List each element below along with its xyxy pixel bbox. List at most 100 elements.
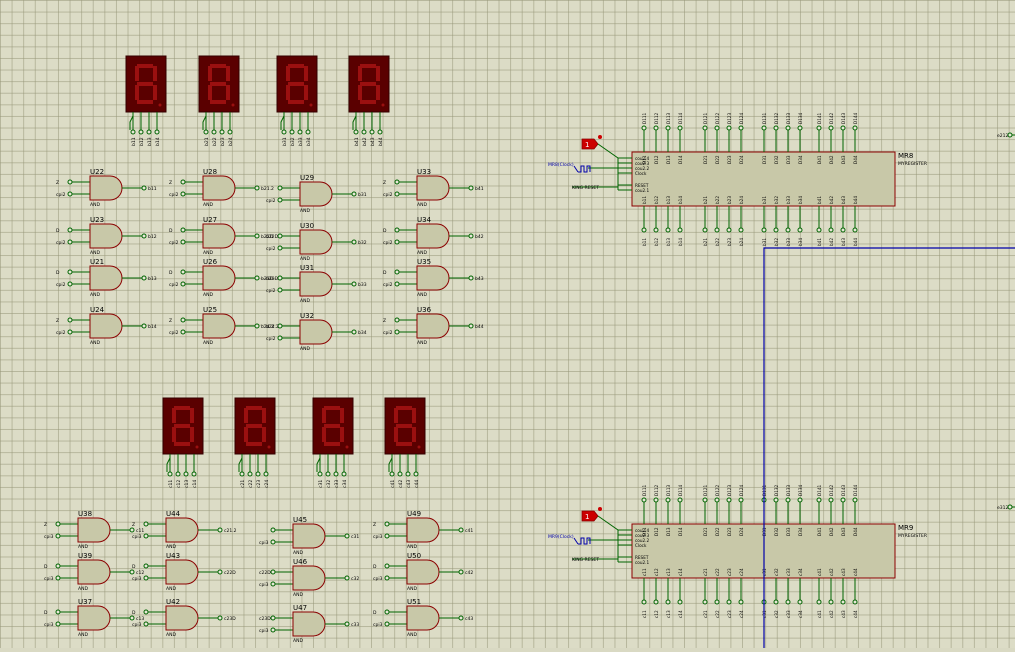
pin-terminal[interactable] (141, 185, 147, 191)
pin-terminal[interactable] (1007, 132, 1013, 138)
pin-terminal[interactable] (714, 125, 720, 131)
clock-source-icon[interactable] (578, 537, 591, 545)
pin-terminal[interactable] (254, 185, 260, 191)
pin-terminal[interactable] (468, 185, 474, 191)
pin-terminal[interactable] (852, 497, 858, 503)
pin-terminal[interactable] (468, 323, 474, 329)
pin-terminal[interactable] (702, 497, 708, 503)
pin-terminal[interactable] (369, 129, 375, 135)
pin-terminal[interactable] (384, 621, 390, 627)
pin-terminal[interactable] (677, 227, 683, 233)
pin-terminal[interactable] (277, 323, 283, 329)
pin-terminal[interactable] (361, 129, 367, 135)
pin-terminal[interactable] (217, 527, 223, 533)
pin-terminal[interactable] (289, 129, 295, 135)
pin-terminal[interactable] (167, 471, 173, 477)
pin-terminal[interactable] (761, 227, 767, 233)
pin-terminal[interactable] (143, 521, 149, 527)
pin-terminal[interactable] (458, 615, 464, 621)
register-mr9[interactable]: MR9MYREGISTERcou2.4cou2.3cou2.2ClockRESE… (548, 484, 1015, 618)
pin-terminal[interactable] (773, 497, 779, 503)
pin-terminal[interactable] (317, 471, 323, 477)
pin-terminal[interactable] (130, 129, 136, 135)
pin-terminal[interactable] (67, 317, 73, 323)
pin-terminal[interactable] (180, 269, 186, 275)
pin-terminal[interactable] (677, 599, 683, 605)
pin-terminal[interactable] (458, 527, 464, 533)
pin-terminal[interactable] (270, 615, 276, 621)
pin-terminal[interactable] (726, 125, 732, 131)
pin-terminal[interactable] (351, 191, 357, 197)
pin-terminal[interactable] (840, 125, 846, 131)
pin-terminal[interactable] (277, 287, 283, 293)
pin-terminal[interactable] (67, 179, 73, 185)
pin-terminal[interactable] (141, 323, 147, 329)
pin-terminal[interactable] (67, 191, 73, 197)
pin-terminal[interactable] (129, 527, 135, 533)
pin-terminal[interactable] (738, 497, 744, 503)
pin-terminal[interactable] (816, 125, 822, 131)
pin-terminal[interactable] (828, 599, 834, 605)
pin-terminal[interactable] (377, 129, 383, 135)
pin-terminal[interactable] (384, 533, 390, 539)
pin-terminal[interactable] (333, 471, 339, 477)
pin-terminal[interactable] (67, 281, 73, 287)
pin-terminal[interactable] (255, 471, 261, 477)
pin-terminal[interactable] (305, 129, 311, 135)
pin-terminal[interactable] (254, 233, 260, 239)
pin-terminal[interactable] (702, 599, 708, 605)
pin-terminal[interactable] (702, 125, 708, 131)
pin-terminal[interactable] (785, 125, 791, 131)
pin-terminal[interactable] (384, 609, 390, 615)
pin-terminal[interactable] (146, 129, 152, 135)
pin-terminal[interactable] (277, 233, 283, 239)
pin-terminal[interactable] (180, 239, 186, 245)
pin-terminal[interactable] (55, 563, 61, 569)
pin-terminal[interactable] (785, 497, 791, 503)
pin-terminal[interactable] (394, 317, 400, 323)
pin-terminal[interactable] (665, 599, 671, 605)
pin-terminal[interactable] (180, 317, 186, 323)
pin-terminal[interactable] (297, 129, 303, 135)
pin-terminal[interactable] (227, 129, 233, 135)
pin-terminal[interactable] (653, 125, 659, 131)
pin-terminal[interactable] (175, 471, 181, 477)
pin-terminal[interactable] (254, 323, 260, 329)
pin-terminal[interactable] (738, 599, 744, 605)
pin-terminal[interactable] (785, 599, 791, 605)
pin-terminal[interactable] (351, 329, 357, 335)
pin-terminal[interactable] (129, 615, 135, 621)
pin-terminal[interactable] (738, 227, 744, 233)
pin-terminal[interactable] (270, 581, 276, 587)
pin-terminal[interactable] (180, 281, 186, 287)
pin-terminal[interactable] (773, 599, 779, 605)
pin-terminal[interactable] (277, 185, 283, 191)
pin-terminal[interactable] (840, 497, 846, 503)
pin-terminal[interactable] (852, 125, 858, 131)
pin-terminal[interactable] (247, 471, 253, 477)
pin-terminal[interactable] (641, 599, 647, 605)
pin-terminal[interactable] (458, 569, 464, 575)
pin-terminal[interactable] (797, 227, 803, 233)
pin-terminal[interactable] (203, 129, 209, 135)
pin-terminal[interactable] (154, 129, 160, 135)
pin-terminal[interactable] (270, 627, 276, 633)
pin-terminal[interactable] (384, 563, 390, 569)
pin-terminal[interactable] (665, 227, 671, 233)
pin-terminal[interactable] (67, 269, 73, 275)
pin-terminal[interactable] (180, 329, 186, 335)
